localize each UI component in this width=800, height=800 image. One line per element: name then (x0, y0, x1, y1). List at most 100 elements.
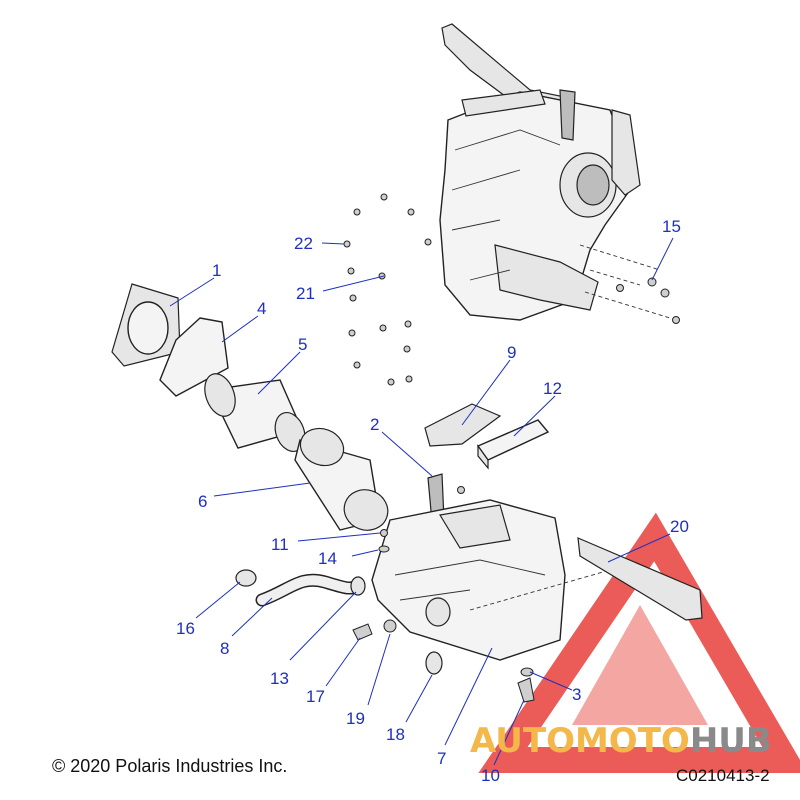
screw-icon (404, 320, 412, 328)
callout-16: 16 (176, 619, 195, 638)
part-20-lower-strap (577, 537, 703, 621)
filter-element-end (204, 373, 236, 417)
part-14-washer-icon (378, 545, 390, 553)
prefilter-top (299, 427, 345, 467)
part-13-clamp (350, 576, 366, 596)
leader-19 (367, 633, 391, 706)
upper-housing-nut (672, 316, 680, 324)
upper-housing-nut (616, 284, 624, 292)
leader-21 (322, 275, 385, 292)
callout-10: 10 (481, 766, 500, 785)
leader-1 (169, 277, 215, 307)
watermark-text-part2: HUB (690, 721, 772, 761)
part-10-drain-valve-icon (517, 677, 535, 703)
screw-icon (379, 324, 387, 332)
leader-2 (381, 431, 433, 477)
callout-2: 2 (370, 415, 379, 434)
leader-10 (493, 699, 525, 766)
leader-14 (351, 549, 379, 557)
airbox-upper-housing (439, 23, 680, 324)
callout-13: 13 (270, 669, 289, 688)
latch-screw-icon (457, 486, 465, 494)
part-3-nut-icon (520, 667, 534, 677)
part-16-clamp (235, 569, 257, 587)
screw-icon (405, 375, 413, 383)
callout-11: 11 (271, 535, 289, 554)
prefilter-bottom (343, 489, 389, 531)
upper-housing-outlet-inner (576, 164, 610, 206)
leader-20 (607, 533, 671, 563)
upper-housing-nut (660, 288, 670, 298)
callout-22: 22 (294, 234, 313, 253)
lower-airbox-dash (469, 569, 611, 611)
callout-3: 3 (572, 685, 581, 704)
part-1-inlet-adapter (111, 283, 181, 367)
callout-14: 14 (318, 549, 337, 568)
leader-5 (257, 351, 301, 395)
callout-18: 18 (386, 725, 405, 744)
leader-11 (297, 532, 381, 542)
part-18-plug-icon (425, 651, 443, 675)
callout-1: 1 (212, 261, 221, 280)
callout-8: 8 (220, 639, 229, 658)
inlet-adapter-opening (127, 301, 169, 355)
upper-housing-dash-lines (579, 244, 671, 319)
callout-5: 5 (298, 335, 307, 354)
leader-6 (213, 482, 311, 497)
leader-17 (325, 637, 361, 687)
part-6-prefilter (294, 427, 389, 531)
leader-4 (221, 315, 259, 343)
part-19-grommet-icon (383, 619, 397, 633)
screw-icon (343, 240, 351, 248)
copyright-notice: © 2020 Polaris Industries Inc. (52, 756, 288, 776)
leader-lines (169, 237, 674, 766)
leader-8 (231, 597, 273, 637)
upper-housing-side-tube (611, 109, 641, 196)
screw-icon (349, 294, 357, 302)
upper-housing-duct (494, 244, 599, 311)
upper-housing-latch (559, 89, 576, 141)
leader-7 (444, 647, 493, 746)
callout-4: 4 (257, 299, 266, 318)
screw-icon (407, 208, 415, 216)
part-5-filter-element (204, 373, 306, 452)
part-7-lower-airbox (371, 499, 611, 661)
watermark-text: AUTOMOTOHUB (470, 721, 772, 761)
screw-icon (353, 361, 361, 369)
callout-12: 12 (543, 379, 562, 398)
lower-airbox-body (371, 499, 566, 661)
lower-airbox-drain (425, 597, 451, 627)
leader-12 (513, 395, 556, 437)
watermark-triangle-inner (572, 605, 708, 725)
upper-housing-nut (647, 277, 657, 287)
figure-code: C0210413-2 (676, 766, 770, 785)
callout-6: 6 (198, 492, 207, 511)
foam-block-side (477, 444, 489, 470)
callout-9: 9 (507, 343, 516, 362)
screw-icon (380, 193, 388, 201)
screw-icon (347, 267, 355, 275)
callout-15: 15 (662, 217, 681, 236)
leader-16 (195, 581, 241, 619)
screw-icon (403, 345, 411, 353)
callout-labels: 1 2 3 4 5 6 7 8 9 10 11 12 13 14 15 16 1… (176, 217, 689, 785)
watermark-text-part1: AUTOMOTO (470, 721, 690, 761)
watermark-triangle-outer (478, 512, 800, 773)
upper-housing-pad (461, 89, 546, 117)
leader-22 (321, 242, 345, 245)
callout-19: 19 (346, 709, 365, 728)
part-17-sensor-icon (352, 623, 373, 641)
callout-20: 20 (670, 517, 689, 536)
part-8-hose-fill (257, 575, 363, 605)
upper-housing-ribs (451, 129, 561, 281)
callout-17: 17 (306, 687, 325, 706)
screw-icon (424, 238, 432, 246)
callout-21: 21 (296, 284, 315, 303)
lower-airbox-ribs (394, 559, 546, 601)
screw-group (343, 193, 432, 386)
screw-icon (387, 378, 395, 386)
foam-block-top (476, 419, 550, 461)
leader-3 (529, 671, 573, 691)
